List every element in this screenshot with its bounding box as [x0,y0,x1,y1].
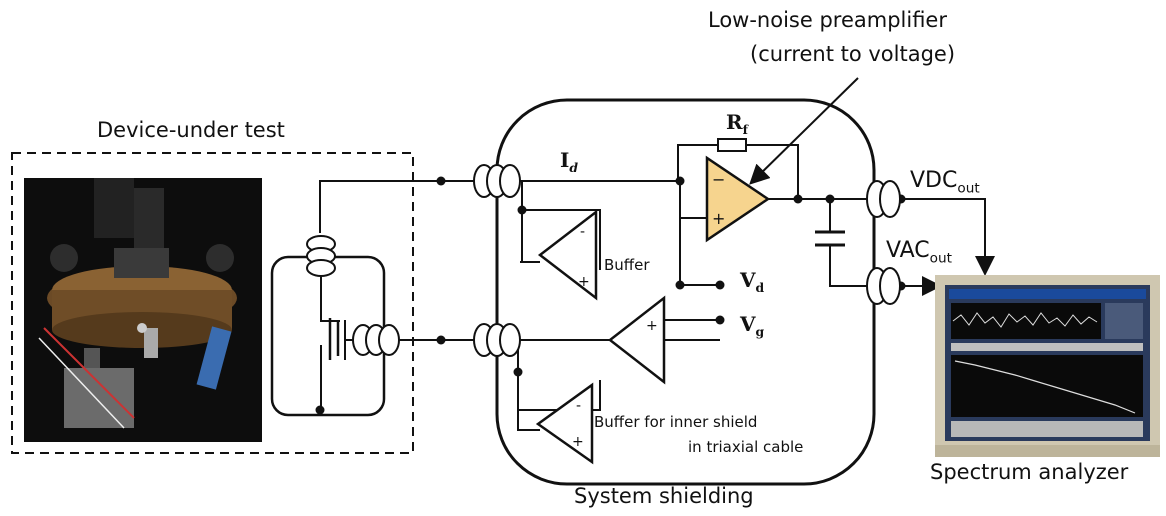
triaxial-connector-dut-top [306,235,336,277]
svg-text:-: - [580,224,585,240]
preamp-label-line1: Low-noise preamplifier [708,8,947,32]
id-label: Id [560,148,579,175]
svg-text:+: + [578,274,590,290]
triaxial-connector-drain [473,164,521,198]
svg-text:+: + [646,318,658,334]
vd-label: Vd [740,268,765,295]
feedback-resistor [717,138,747,152]
wires [319,144,995,431]
spectrum-analyzer-monitor [935,275,1160,457]
dut-label: Device-under test [97,118,285,142]
triaxial-connector-gate [473,323,521,357]
output-connector-vac [866,267,901,305]
gate-opamp: + [607,295,666,385]
svg-text:+: + [712,209,725,228]
svg-text:+: + [572,434,584,450]
svg-text:−: − [712,170,725,189]
spectrum-analyzer-label: Spectrum analyzer [930,460,1129,484]
inner-shield-buffer-label-line1: Buffer for inner shield [594,413,758,431]
junction-dots [315,176,906,415]
inner-shield-opamp: - + [535,382,594,465]
output-connector-vdc [866,180,901,218]
preamp-opamp: − + [705,155,771,243]
inner-shield-buffer-label-line2: in triaxial cable [688,438,804,456]
vac-out-label: VACout [886,238,952,267]
coupling-capacitor [815,230,845,247]
buffer-label: Buffer [604,256,650,274]
svg-text:-: - [576,398,581,414]
vg-label: Vg [740,312,765,339]
dut-probe-station-photo [24,178,262,442]
preamp-pointer-arrow [749,77,859,185]
triaxial-connector-dut-side [352,324,400,356]
dut-dashed-box [11,152,414,454]
transistor-symbol [328,318,340,360]
buffer-opamp: - + [537,209,598,301]
preamp-label-line2: (current to voltage) [750,42,956,66]
vdc-out-label: VDCout [910,168,980,197]
rf-label: Rf [726,110,748,137]
system-shielding-label: System shielding [574,484,754,508]
